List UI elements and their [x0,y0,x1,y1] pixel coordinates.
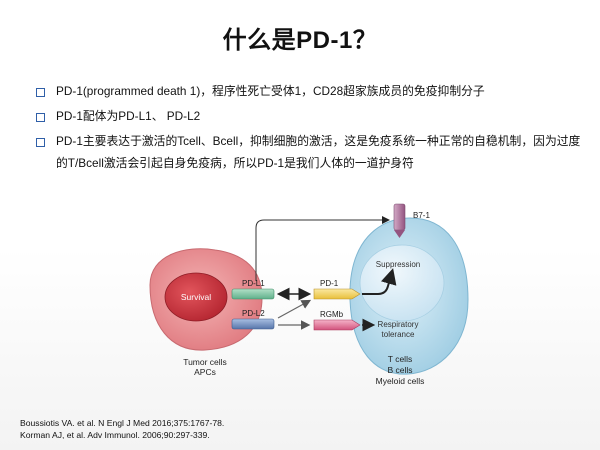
square-bullet-icon [36,113,45,122]
suppression-label: Suppression [376,260,420,269]
references: Boussiotis VA. et al. N Engl J Med 2016;… [20,417,224,441]
t-cell-nucleus [359,244,445,322]
bullet-text: PD-1主要表达于激活的Tcell、Bcell，抑制细胞的激活，这是免疫系统一种… [56,134,581,170]
bullet-item: PD-1(programmed death 1)，程序性死亡受体1，CD28超家… [36,84,581,102]
bullet-list: PD-1(programmed death 1)，程序性死亡受体1，CD28超家… [36,84,581,181]
reference-line: Boussiotis VA. et al. N Engl J Med 2016;… [20,418,225,428]
pdl2-to-pd1-arrow [277,299,312,319]
tumor-cell: Survival [149,248,263,351]
rgmb-receptor: RGMb [313,310,361,331]
tumor-caption-line: APCs [194,367,216,377]
square-bullet-icon [36,88,45,97]
pd-1-receptor: PD-1 [313,279,361,300]
b7-1-label: B7-1 [413,211,430,220]
tolerance-label: tolerance [382,330,415,339]
bullet-text: PD-1(programmed death 1)，程序性死亡受体1，CD28超家… [56,84,485,98]
tumor-caption-line: Tumor cells [183,357,227,367]
pd-l2-ligand: PD-L2 [231,309,275,330]
pd-l1-label: PD-L1 [242,279,265,288]
rgmb-label: RGMb [320,310,344,319]
bullet-item: PD-1配体为PD-L1、 PD-L2 [36,109,581,127]
slide-title: 什么是PD-1？ [222,27,378,54]
tumor-nucleus [164,272,228,322]
square-bullet-icon [36,138,45,147]
pd-1-label: PD-1 [320,279,339,288]
pd-l1-ligand: PD-L1 [231,279,275,300]
survival-label: Survival [181,292,211,302]
tcell-caption-line: T cells [388,354,412,364]
pdl1-to-b71-arrow [255,216,390,281]
bullet-item: PD-1主要表达于激活的Tcell、Bcell，抑制细胞的激活，这是免疫系统一种… [36,134,581,174]
tolerance-label: Respiratory [378,320,419,329]
reference-line: Korman AJ, et al. Adv Immunol. 2006;90:2… [20,430,210,440]
pd-l2-label: PD-L2 [242,309,265,318]
b7-1-receptor: B7-1 [393,203,430,238]
bullet-text: PD-1配体为PD-L1、 PD-L2 [56,109,201,123]
pd1-to-suppression-arrow [362,268,397,295]
t-cell: Suppression Respiratory tolerance [349,217,469,375]
tcell-caption-line: B cells [387,365,412,375]
tcell-caption-line: Myeloid cells [376,376,425,386]
